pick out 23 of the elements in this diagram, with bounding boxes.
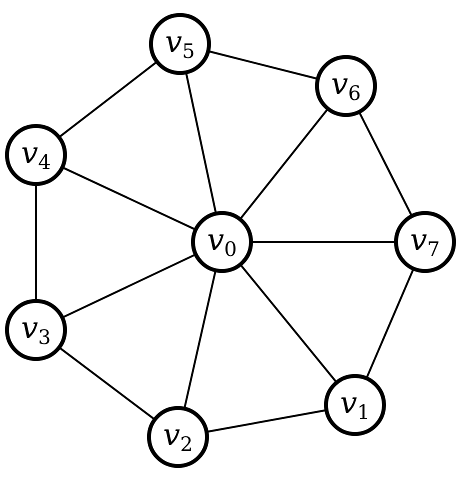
vertex-label: v$_{3}$: [21, 314, 51, 346]
vertex-circle: [191, 211, 253, 273]
vertex-label: v$_{4}$: [21, 138, 51, 172]
edge-line: [183, 270, 217, 409]
vertex-label: v$_{2}$: [163, 420, 193, 454]
vertex-label: v$_{1}$: [340, 388, 370, 422]
edge-line: [240, 264, 338, 384]
edge-line: [185, 72, 217, 214]
edge-line: [62, 254, 196, 318]
edge-line: [58, 60, 158, 138]
edge-line: [58, 346, 156, 420]
edge-line: [358, 111, 413, 217]
vertex-label: v$_{7}$: [410, 226, 440, 258]
vertex-label: v$_{5}$: [165, 28, 195, 60]
edge-line: [251, 241, 396, 243]
edge-line: [366, 268, 414, 379]
edge-line: [62, 166, 196, 231]
edge-line: [239, 108, 329, 220]
edge-line: [206, 409, 327, 433]
edge-line: [35, 184, 37, 301]
vertex-label: v$_{6}$: [331, 70, 361, 102]
vertex-label: v$_{0}$: [207, 226, 237, 258]
edge-line: [208, 50, 318, 80]
